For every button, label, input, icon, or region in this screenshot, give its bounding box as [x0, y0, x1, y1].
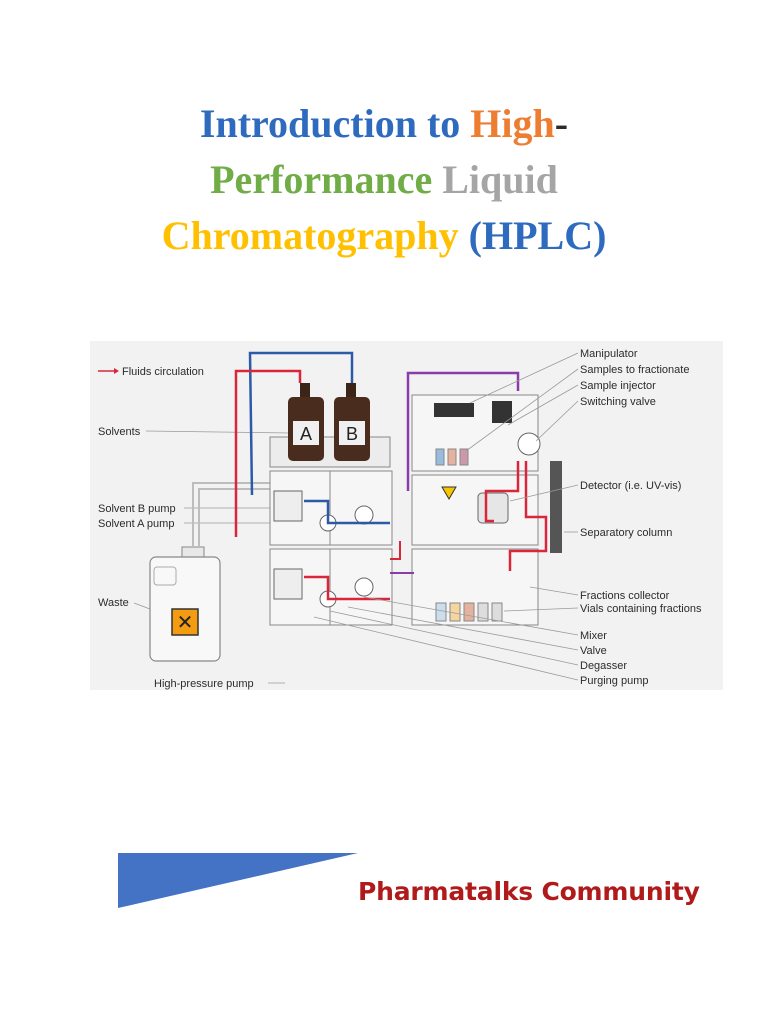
title-hyphen: -	[554, 101, 569, 146]
bottle-b-label: B	[346, 424, 358, 444]
title-word-chromatography: Chromatography	[161, 213, 469, 258]
title-word-liquid: Liquid	[442, 157, 558, 202]
brand-name: Pharmatalks Community	[358, 877, 700, 906]
bottle-a-label: A	[300, 424, 312, 444]
solvent-a-pump	[273, 568, 303, 600]
hplc-diagram: Fluids circulation Solvents Solvent B pu…	[90, 341, 723, 690]
label-switching-valve: Switching valve	[580, 396, 656, 408]
detector-unit	[477, 492, 509, 524]
footer-accent-shape	[118, 853, 358, 908]
label-vials: Vials containing fractions	[580, 603, 702, 615]
solvent-bottles: A B	[288, 383, 370, 461]
switching-valve	[517, 432, 541, 456]
pump-cabinet	[269, 436, 393, 626]
legend-label: Fluids circulation	[122, 366, 204, 378]
hazard-icon	[171, 608, 199, 636]
label-sample-injector: Sample injector	[580, 380, 656, 392]
waste-container: ✕	[149, 546, 221, 662]
label-manipulator: Manipulator	[580, 348, 638, 360]
title-line-3: Chromatography (HPLC)	[0, 208, 768, 264]
title-line-2: Performance Liquid	[0, 152, 768, 208]
document-title: Introduction to High- Performance Liquid…	[0, 96, 768, 264]
label-solvents: Solvents	[98, 426, 141, 438]
title-word-performance: Performance	[210, 157, 443, 202]
label-waste: Waste	[98, 597, 129, 609]
separatory-column	[550, 461, 562, 553]
svg-text:✕: ✕	[177, 610, 194, 634]
title-word-introduction: Introduction to	[199, 101, 471, 146]
label-solvent-a-pump: Solvent A pump	[98, 518, 174, 530]
solvent-b-pump	[273, 490, 303, 522]
title-line-1: Introduction to High-	[0, 96, 768, 152]
label-valve: Valve	[580, 645, 607, 657]
label-mixer: Mixer	[580, 630, 607, 642]
title-word-hplc: (HPLC)	[468, 213, 607, 258]
label-solvent-b-pump: Solvent B pump	[98, 503, 176, 515]
label-samples: Samples to fractionate	[580, 364, 689, 376]
title-word-high: High	[470, 101, 555, 146]
label-detector: Detector (i.e. UV-vis)	[580, 480, 681, 492]
label-separatory-column: Separatory column	[580, 527, 672, 539]
label-fractions-collector: Fractions collector	[580, 590, 670, 602]
radiation-icon	[441, 486, 457, 500]
label-high-pressure-pump: High-pressure pump	[154, 678, 254, 690]
label-purging-pump: Purging pump	[580, 675, 649, 687]
hplc-diagram-svg: Fluids circulation Solvents Solvent B pu…	[98, 348, 702, 690]
label-degasser: Degasser	[580, 660, 627, 672]
